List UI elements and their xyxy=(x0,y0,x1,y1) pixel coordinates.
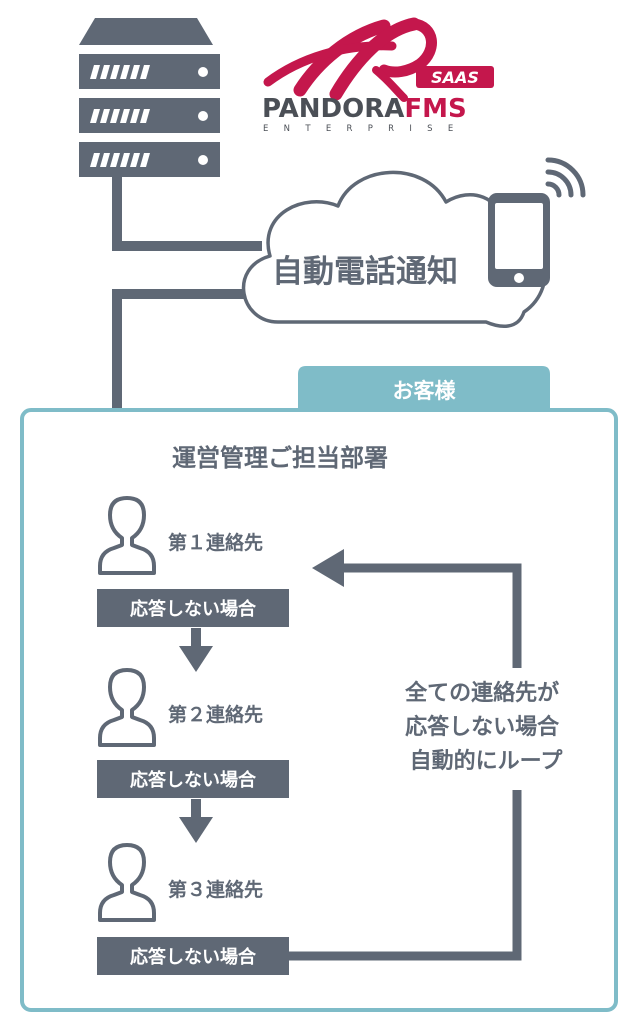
logo-emblem-icon xyxy=(263,17,437,102)
contact-1: 第１連絡先 応答しない場合 xyxy=(97,496,289,627)
status-box xyxy=(97,937,289,975)
status-label: 応答しない場合 xyxy=(130,769,257,791)
cloud-label: 自動電話通知 xyxy=(272,254,458,290)
person-icon xyxy=(98,496,156,575)
contact-label: 第１連絡先 xyxy=(168,531,263,554)
status-box xyxy=(97,589,289,627)
status-box xyxy=(97,760,289,798)
arrow-left-icon xyxy=(312,549,344,587)
contact-label: 第３連絡先 xyxy=(168,878,263,901)
person-icon xyxy=(98,843,156,922)
logo-edition: ENTERPRISE xyxy=(263,124,469,134)
status-label: 応答しない場合 xyxy=(130,946,257,968)
status-label: 応答しない場合 xyxy=(130,598,257,620)
loop-note: 全ての連絡先が 応答しない場合 自動的にループ xyxy=(404,680,567,774)
loop-note-line-2: 応答しない場合 xyxy=(405,714,560,740)
contact-label: 第２連絡先 xyxy=(168,703,263,726)
loop-note-line-1: 全ての連絡先が xyxy=(404,680,559,706)
saas-badge-label: SAAS xyxy=(431,68,479,87)
customer-tab-label: お客様 xyxy=(393,379,457,403)
contact-2: 第２連絡先 応答しない場合 xyxy=(97,668,289,798)
pandora-fms-logo: SAAS PANDORAFMS ENTERPRISE xyxy=(262,17,494,134)
smartphone-icon xyxy=(488,193,550,287)
arrow-down-icon xyxy=(179,646,213,672)
person-icon xyxy=(98,668,156,747)
loop-connector xyxy=(288,563,522,961)
logo-brand: PANDORA xyxy=(262,94,404,124)
logo-wordmark: PANDORAFMS xyxy=(262,94,467,124)
arrow-shaft xyxy=(191,628,201,648)
logo-brand-accent: FMS xyxy=(404,94,466,124)
signal-waves-icon xyxy=(545,157,586,198)
server-icon xyxy=(79,18,220,177)
saas-badge: SAAS xyxy=(416,66,494,88)
department-title: 運営管理ご担当部署 xyxy=(172,444,388,472)
contact-3: 第３連絡先 応答しない場合 xyxy=(97,843,289,975)
loop-note-line-3: 自動的にループ xyxy=(410,748,564,774)
customer-panel: お客様 xyxy=(20,366,618,1012)
arrow-shaft xyxy=(191,799,201,819)
cloud-icon: 自動電話通知 xyxy=(241,170,548,328)
arrow-down-icon xyxy=(179,817,213,843)
